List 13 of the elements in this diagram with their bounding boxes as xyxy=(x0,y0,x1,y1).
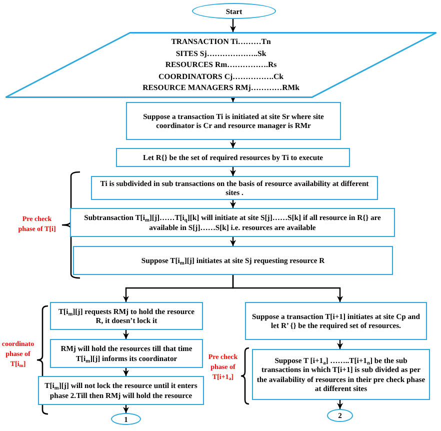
arrow xyxy=(230,200,236,208)
arrow xyxy=(337,340,343,349)
arrow xyxy=(337,400,343,409)
arrow xyxy=(123,368,129,376)
arrow xyxy=(230,140,236,148)
arrow xyxy=(123,405,129,413)
arrow xyxy=(230,167,236,176)
arrow xyxy=(232,275,343,302)
arrow xyxy=(230,96,236,102)
arrow xyxy=(123,330,129,339)
arrow xyxy=(230,19,236,32)
input-parallelogram xyxy=(5,32,437,98)
arrow xyxy=(230,237,236,246)
